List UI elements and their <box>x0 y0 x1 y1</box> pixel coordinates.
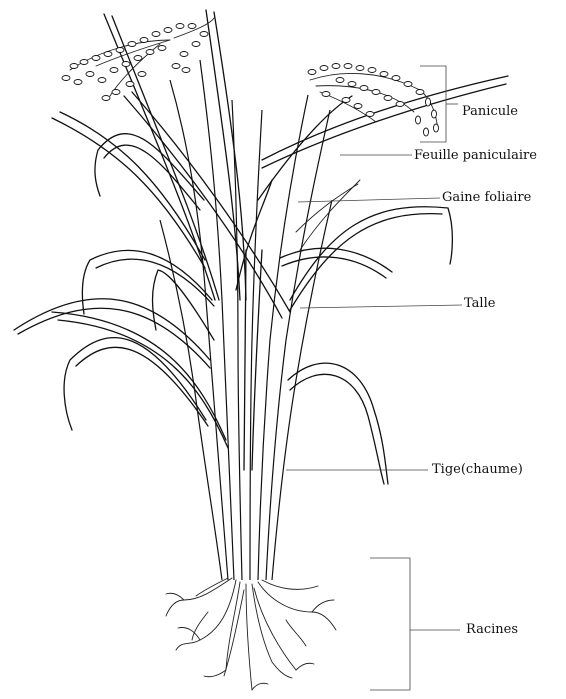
right-panicle <box>308 64 439 137</box>
label-talle: Talle <box>464 296 495 312</box>
label-tige-chaume: Tige(chaume) <box>432 462 523 478</box>
label-feuille-paniculaire: Feuille paniculaire <box>414 148 537 164</box>
left-panicle <box>62 18 214 101</box>
roots <box>166 578 336 690</box>
leaves <box>14 10 508 484</box>
label-panicule: Panicule <box>462 104 518 120</box>
label-racines: Racines <box>466 622 518 638</box>
label-gaine-foliaire: Gaine foliaire <box>442 190 531 206</box>
